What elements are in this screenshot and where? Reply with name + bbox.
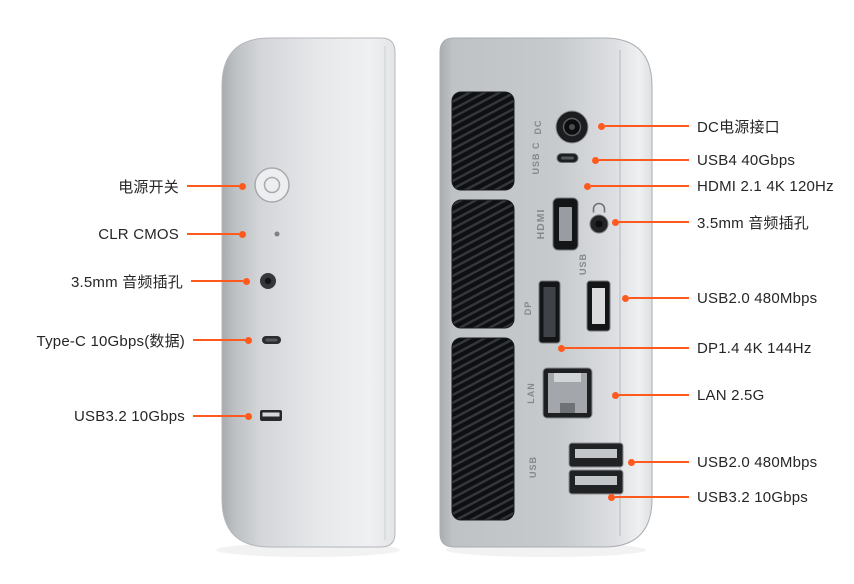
vent-grille-top (451, 91, 515, 191)
callout-line (187, 185, 239, 187)
front-usb-c-port (262, 336, 281, 344)
callout-clr-cmos: CLR CMOS (0, 224, 246, 244)
callout-line (619, 221, 689, 223)
callout-front-audio: 3.5mm 音频插孔 (0, 271, 250, 291)
callout-line (605, 125, 689, 127)
callout-usb2-top: USB2.0 480Mbps (622, 288, 817, 308)
callout-line (591, 185, 689, 187)
callout-label: CLR CMOS (98, 225, 179, 243)
callout-line (635, 461, 689, 463)
callout-dp: DP1.4 4K 144Hz (558, 338, 812, 358)
callout-hdmi: HDMI 2.1 4K 120Hz (584, 176, 834, 196)
headphone-icon (592, 202, 606, 213)
callout-dot (245, 336, 252, 344)
callout-lan: LAN 2.5G (612, 385, 764, 405)
callout-label: USB3.2 10Gbps (74, 407, 185, 425)
dp-port-label: DP (523, 301, 533, 316)
callout-line (629, 297, 689, 299)
clr-cmos-pinhole (274, 231, 280, 237)
callout-line (187, 233, 239, 235)
usb2-port-label: USB (578, 253, 588, 275)
callout-dot (598, 122, 605, 130)
usb-bottom-port-label: USB (528, 456, 538, 478)
callout-line (191, 280, 243, 282)
front-usb-a-port (260, 410, 282, 421)
callout-type-c: Type-C 10Gbps(数据) (0, 330, 252, 350)
lan-port (542, 367, 593, 419)
callout-dot (239, 182, 246, 190)
callout-line (615, 496, 689, 498)
callout-power-switch: 电源开关 (0, 176, 246, 196)
callout-line (193, 415, 245, 417)
callout-label: 3.5mm 音频插孔 (697, 214, 810, 232)
front-device-body (221, 37, 396, 548)
callout-label: Type-C 10Gbps(数据) (36, 332, 185, 350)
callout-dot (584, 182, 591, 190)
callout-rear-audio: 3.5mm 音频插孔 (612, 212, 809, 232)
rear-usb-port-bottom-2 (568, 469, 624, 495)
callout-dot (608, 493, 615, 501)
hdmi-port (552, 197, 579, 251)
vent-grille-bottom (451, 337, 515, 521)
hdmi-port-label: HDMI (535, 209, 547, 240)
callout-label: DC电源接口 (697, 118, 780, 136)
callout-usb3-bottom: USB3.2 10Gbps (608, 487, 808, 507)
front-device (216, 37, 400, 557)
callout-dc-power: DC电源接口 (598, 116, 780, 136)
callout-dot (628, 458, 635, 466)
callout-label: USB2.0 480Mbps (697, 453, 818, 471)
callout-dot (592, 156, 599, 164)
dc-power-jack (555, 110, 589, 144)
callout-label: HDMI 2.1 4K 120Hz (697, 177, 834, 195)
rear-usb-c-port (556, 153, 579, 163)
callout-label: USB3.2 10Gbps (697, 488, 808, 506)
dc-port-label: DC (533, 120, 543, 135)
rear-device: DC USB C HDMI (439, 37, 653, 557)
callout-dot (612, 218, 619, 226)
rear-usb2-port (586, 280, 611, 332)
vent-grilles (451, 91, 515, 521)
power-button (254, 167, 290, 203)
callout-dot (239, 230, 246, 238)
lan-port-label: LAN (526, 382, 536, 404)
callout-label: DP1.4 4K 144Hz (697, 339, 812, 357)
dp-port (538, 280, 561, 344)
callout-label: 3.5mm 音频插孔 (70, 273, 183, 291)
callout-line (619, 394, 689, 396)
callout-line (599, 159, 689, 161)
callout-front-usb3: USB3.2 10Gbps (0, 406, 252, 426)
rear-audio-jack (589, 214, 609, 234)
callout-dot (612, 391, 619, 399)
callout-dot (245, 412, 252, 420)
front-audio-jack (260, 273, 276, 289)
rear-usb-port-bottom-1 (568, 442, 624, 468)
callout-label: 电源开关 (118, 178, 179, 196)
callout-label: LAN 2.5G (697, 386, 765, 404)
callout-usb4: USB4 40Gbps (592, 150, 795, 170)
callout-dot (243, 277, 250, 285)
callout-usb2-bottom: USB2.0 480Mbps (628, 452, 817, 472)
callout-line (565, 347, 689, 349)
callout-label: USB2.0 480Mbps (697, 289, 818, 307)
callout-line (193, 339, 245, 341)
vent-grille-middle (451, 199, 515, 329)
callout-dot (622, 294, 629, 302)
callout-dot (558, 344, 565, 352)
usb-c-port-label: USB C (531, 141, 541, 174)
callout-label: USB4 40Gbps (697, 151, 796, 169)
